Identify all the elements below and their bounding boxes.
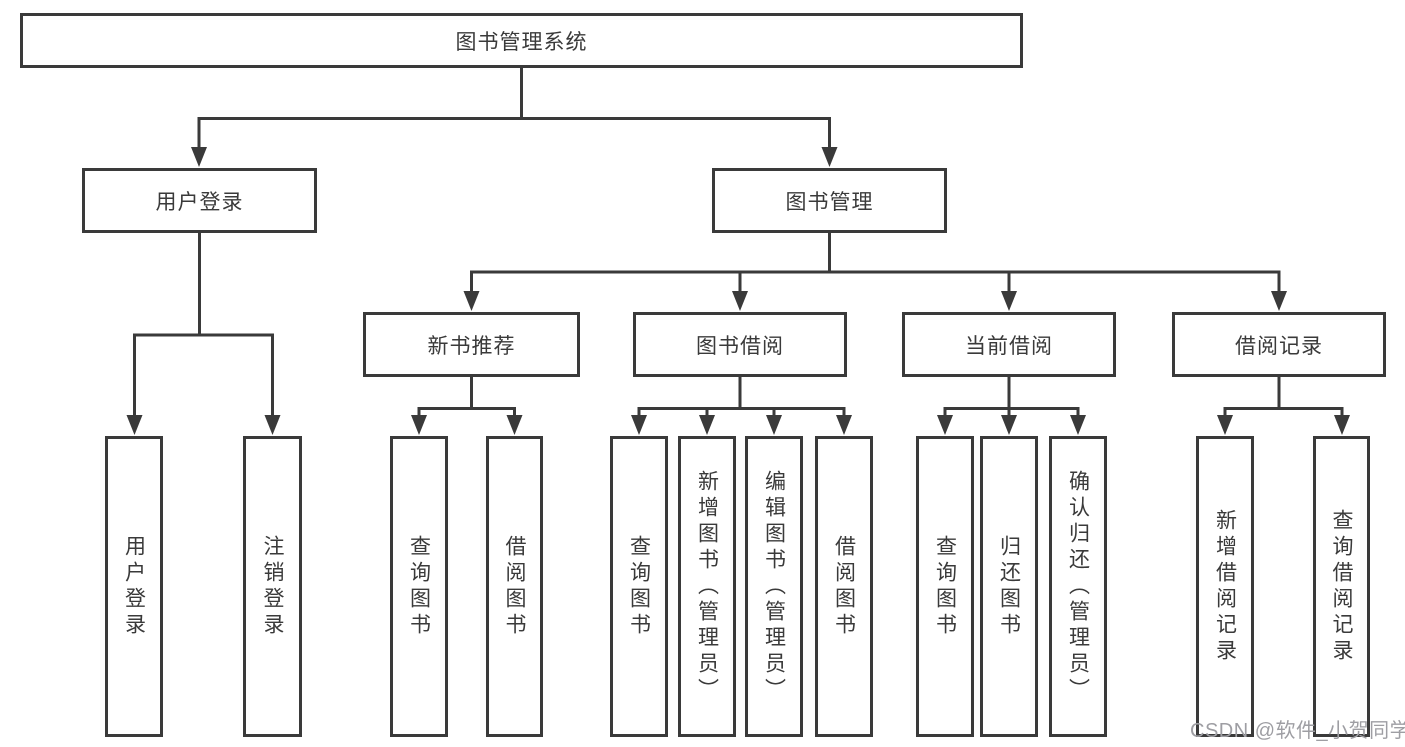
leaf-logout-label: 注销登录 bbox=[261, 534, 284, 639]
leaf-current-confirm-return-admin: 确认归还（管理员） bbox=[1049, 436, 1107, 737]
node-new-book-recommend-label: 新书推荐 bbox=[427, 334, 516, 358]
leaf-borrowing-query-book: 查询图书 bbox=[610, 436, 668, 737]
node-root-system: 图书管理系统 bbox=[20, 13, 1023, 68]
leaf-borrowing-query-book-label: 查询图书 bbox=[627, 534, 651, 639]
leaf-current-return-book-label: 归还图书 bbox=[997, 534, 1021, 639]
node-user-login: 用户登录 bbox=[82, 168, 317, 233]
leaf-newrec-borrow-book: 借阅图书 bbox=[486, 436, 543, 737]
leaf-logout: 注销登录 bbox=[243, 436, 302, 737]
leaf-records-query-record-label: 查询借阅记录 bbox=[1330, 508, 1353, 665]
leaf-borrowing-edit-book-admin-label: 编辑图书（管理员） bbox=[762, 469, 786, 704]
node-book-management-label: 图书管理 bbox=[785, 190, 874, 214]
csdn-watermark: CSDN @软件_小贺同学 bbox=[1190, 720, 1405, 742]
leaf-newrec-query-book-label: 查询图书 bbox=[407, 534, 431, 639]
leaf-current-query-book: 查询图书 bbox=[916, 436, 974, 737]
node-book-borrowing-label: 图书借阅 bbox=[696, 334, 784, 358]
leaf-user-login: 用户登录 bbox=[105, 436, 163, 737]
node-book-borrowing: 图书借阅 bbox=[633, 312, 847, 377]
leaf-borrowing-add-book-admin: 新增图书（管理员） bbox=[678, 436, 736, 737]
leaf-records-query-record: 查询借阅记录 bbox=[1313, 436, 1370, 737]
node-book-management: 图书管理 bbox=[712, 168, 947, 233]
leaf-current-query-book-label: 查询图书 bbox=[933, 534, 957, 639]
node-user-login-label: 用户登录 bbox=[155, 190, 244, 214]
leaf-current-return-book: 归还图书 bbox=[980, 436, 1038, 737]
node-current-borrowing: 当前借阅 bbox=[902, 312, 1116, 377]
node-root-label: 图书管理系统 bbox=[455, 30, 588, 54]
node-borrow-records-label: 借阅记录 bbox=[1235, 334, 1323, 358]
leaf-user-login-label: 用户登录 bbox=[122, 534, 146, 639]
leaf-current-confirm-return-admin-label: 确认归还（管理员） bbox=[1066, 469, 1090, 704]
leaf-records-add-record: 新增借阅记录 bbox=[1196, 436, 1254, 737]
leaf-records-add-record-label: 新增借阅记录 bbox=[1213, 508, 1237, 665]
node-current-borrowing-label: 当前借阅 bbox=[965, 334, 1053, 358]
leaf-borrowing-edit-book-admin: 编辑图书（管理员） bbox=[745, 436, 803, 737]
leaf-borrowing-borrow-book-label: 借阅图书 bbox=[832, 534, 856, 639]
node-new-book-recommend: 新书推荐 bbox=[363, 312, 580, 377]
leaf-borrowing-add-book-admin-label: 新增图书（管理员） bbox=[695, 469, 719, 704]
leaf-newrec-borrow-book-label: 借阅图书 bbox=[503, 534, 526, 639]
leaf-newrec-query-book: 查询图书 bbox=[390, 436, 448, 737]
node-borrow-records: 借阅记录 bbox=[1172, 312, 1386, 377]
leaf-borrowing-borrow-book: 借阅图书 bbox=[815, 436, 873, 737]
